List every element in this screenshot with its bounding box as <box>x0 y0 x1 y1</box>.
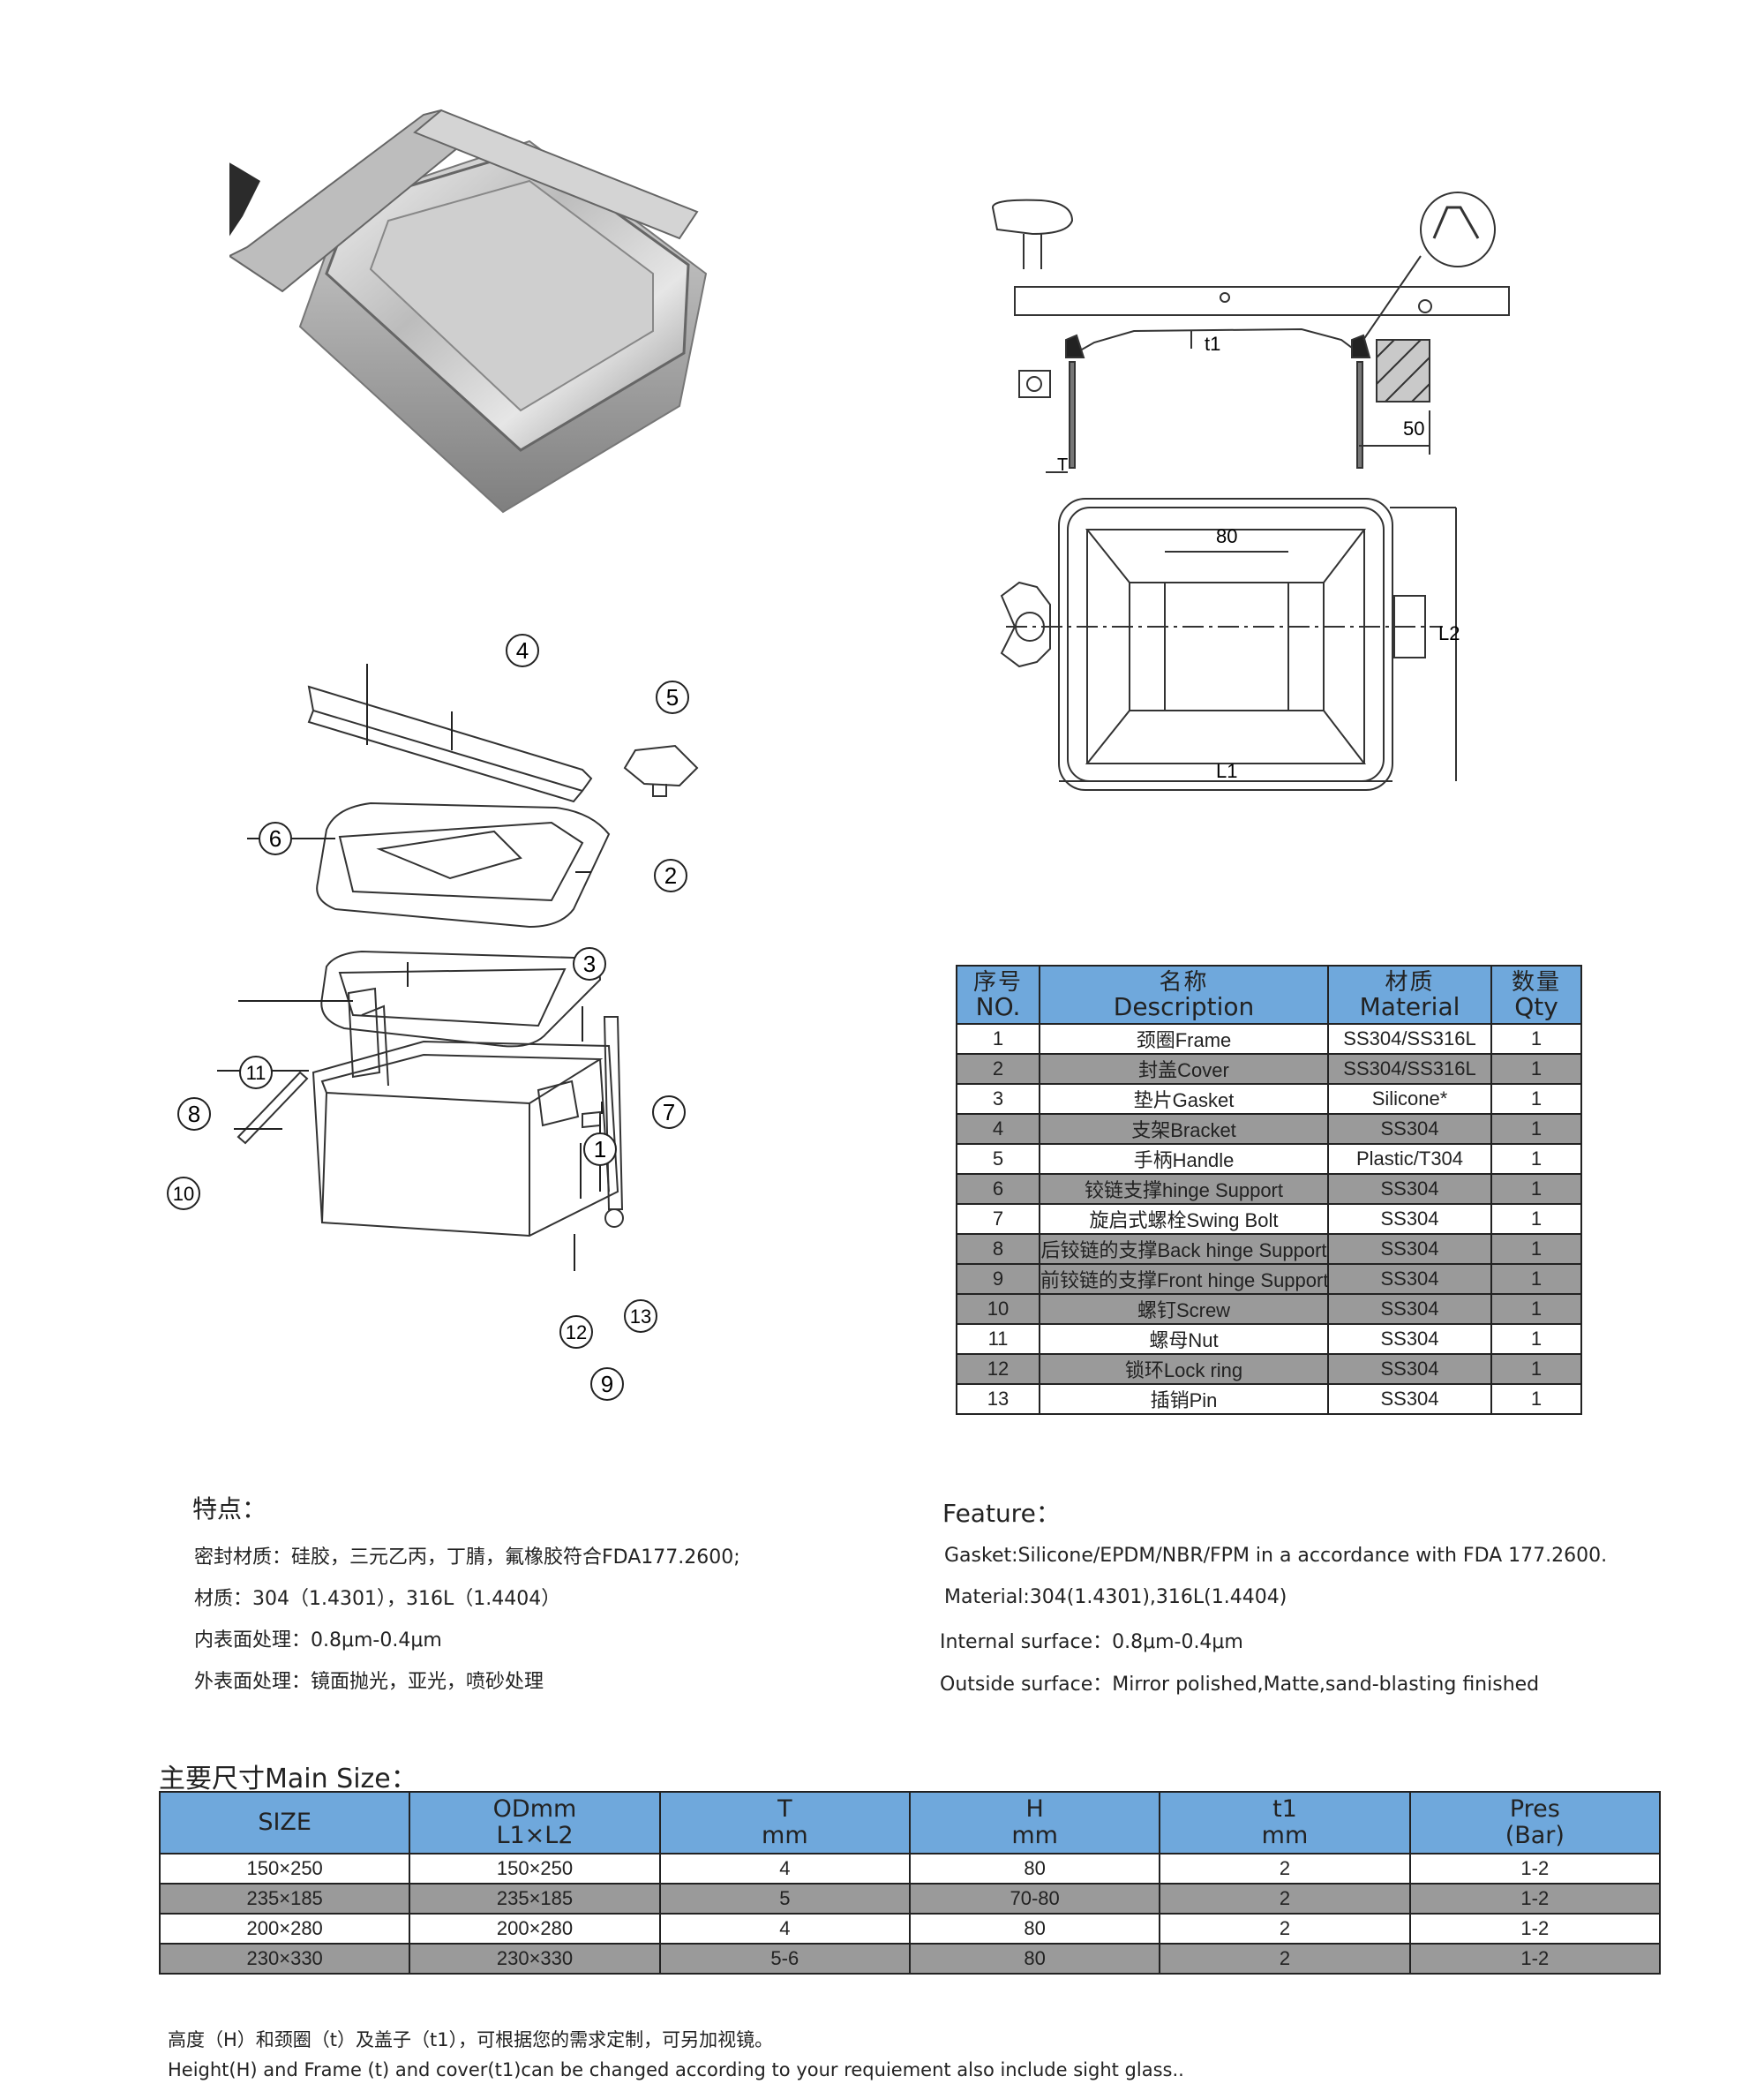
dim-50: 50 <box>1403 418 1424 440</box>
header-pres: Pres(Bar) <box>1408 1791 1662 1854</box>
part-10-screw <box>236 1071 309 1145</box>
callout-1: 1 <box>583 1132 617 1166</box>
feature-zh-line: 密封材质：硅胶，三元乙丙，丁腈，氟橡胶符合FDA177.2600; <box>194 1546 740 1569</box>
callout-2: 2 <box>654 859 687 892</box>
dim-t: T <box>1057 455 1068 475</box>
top-view-outer <box>1058 498 1393 791</box>
feature-en-line: Internal surface：0.8μm-0.4μm <box>940 1631 1243 1653</box>
svg-text:11: 11 <box>246 1062 266 1084</box>
svg-text:6: 6 <box>269 825 281 852</box>
feature-zh-line: 外表面处理：镜面抛光，亚光，喷砂处理 <box>194 1671 544 1693</box>
part-4-bracket <box>307 685 593 803</box>
side-bar <box>1014 286 1510 316</box>
part-1-frame <box>312 1040 619 1238</box>
part-2-cover <box>316 801 611 929</box>
feature-zh-line: 材质：304（1.4301），316L（1.4404） <box>194 1588 561 1610</box>
part-9-hinge <box>537 1080 580 1127</box>
feature-zh-line: 内表面处理：0.8μm-0.4μm <box>194 1629 442 1651</box>
svg-text:4: 4 <box>516 637 529 664</box>
svg-text:2: 2 <box>664 862 677 889</box>
side-knob <box>991 199 1074 269</box>
svg-text:10: 10 <box>173 1183 194 1205</box>
callout-10: 10 <box>167 1177 200 1210</box>
svg-text:13: 13 <box>630 1305 651 1328</box>
feature-en-line: Outside surface：Mirror polished,Matte,sa… <box>940 1674 1540 1696</box>
dim-l1: L1 <box>1216 760 1237 782</box>
bracket-bar <box>229 109 699 293</box>
product-illustration <box>229 109 708 514</box>
header-size: SIZE <box>158 1791 411 1854</box>
features-en-title: Feature： <box>942 1499 1061 1528</box>
exploded-view: 4 5 6 2 3 11 8 10 1 7 13 12 9 <box>167 634 699 1401</box>
manway-body <box>298 139 708 514</box>
svg-text:1: 1 <box>594 1136 606 1162</box>
callout-6: 6 <box>259 822 292 855</box>
technical-drawing: t1 T 50 80 L1 L2 <box>991 192 1510 791</box>
dim-t1: t1 <box>1205 333 1220 355</box>
callout-4: 4 <box>506 634 539 667</box>
features-zh-title: 特点： <box>192 1494 267 1523</box>
svg-text:7: 7 <box>663 1099 675 1125</box>
note-en: Height(H) and Frame (t) and cover(t1)can… <box>168 2059 1184 2080</box>
svg-text:3: 3 <box>583 951 596 977</box>
callout-11: 11 <box>239 1056 273 1089</box>
feature-en-line: Gasket:Silicone/EPDM/NBR/FPM in a accord… <box>944 1545 1608 1567</box>
callout-5: 5 <box>656 681 689 714</box>
callout-9: 9 <box>590 1367 624 1401</box>
handle-knob <box>229 162 260 237</box>
note-zh: 高度（H）和颈圈（t）及盖子（t1），可根据您的需求定制，可另加视镜。 <box>168 2029 774 2050</box>
callout-12: 12 <box>559 1315 593 1349</box>
feature-en-line: Material:304(1.4301),316L(1.4404) <box>944 1586 1287 1608</box>
svg-text:8: 8 <box>188 1101 200 1127</box>
callout-3: 3 <box>573 947 606 981</box>
part-3-gasket <box>320 950 602 1048</box>
svg-text:9: 9 <box>601 1371 613 1397</box>
dim-l2: L2 <box>1438 622 1460 644</box>
callout-8: 8 <box>177 1097 211 1131</box>
callout-13: 13 <box>624 1299 657 1333</box>
dim-80: 80 <box>1216 525 1237 547</box>
svg-text:5: 5 <box>666 684 679 711</box>
main-size-title: 主要尺寸Main Size： <box>159 1764 417 1794</box>
svg-text:12: 12 <box>566 1321 587 1343</box>
part-5-knob <box>623 744 699 797</box>
part-13-pin <box>582 1110 601 1129</box>
part-8-hinge <box>347 987 389 1087</box>
callout-7: 7 <box>652 1095 686 1129</box>
